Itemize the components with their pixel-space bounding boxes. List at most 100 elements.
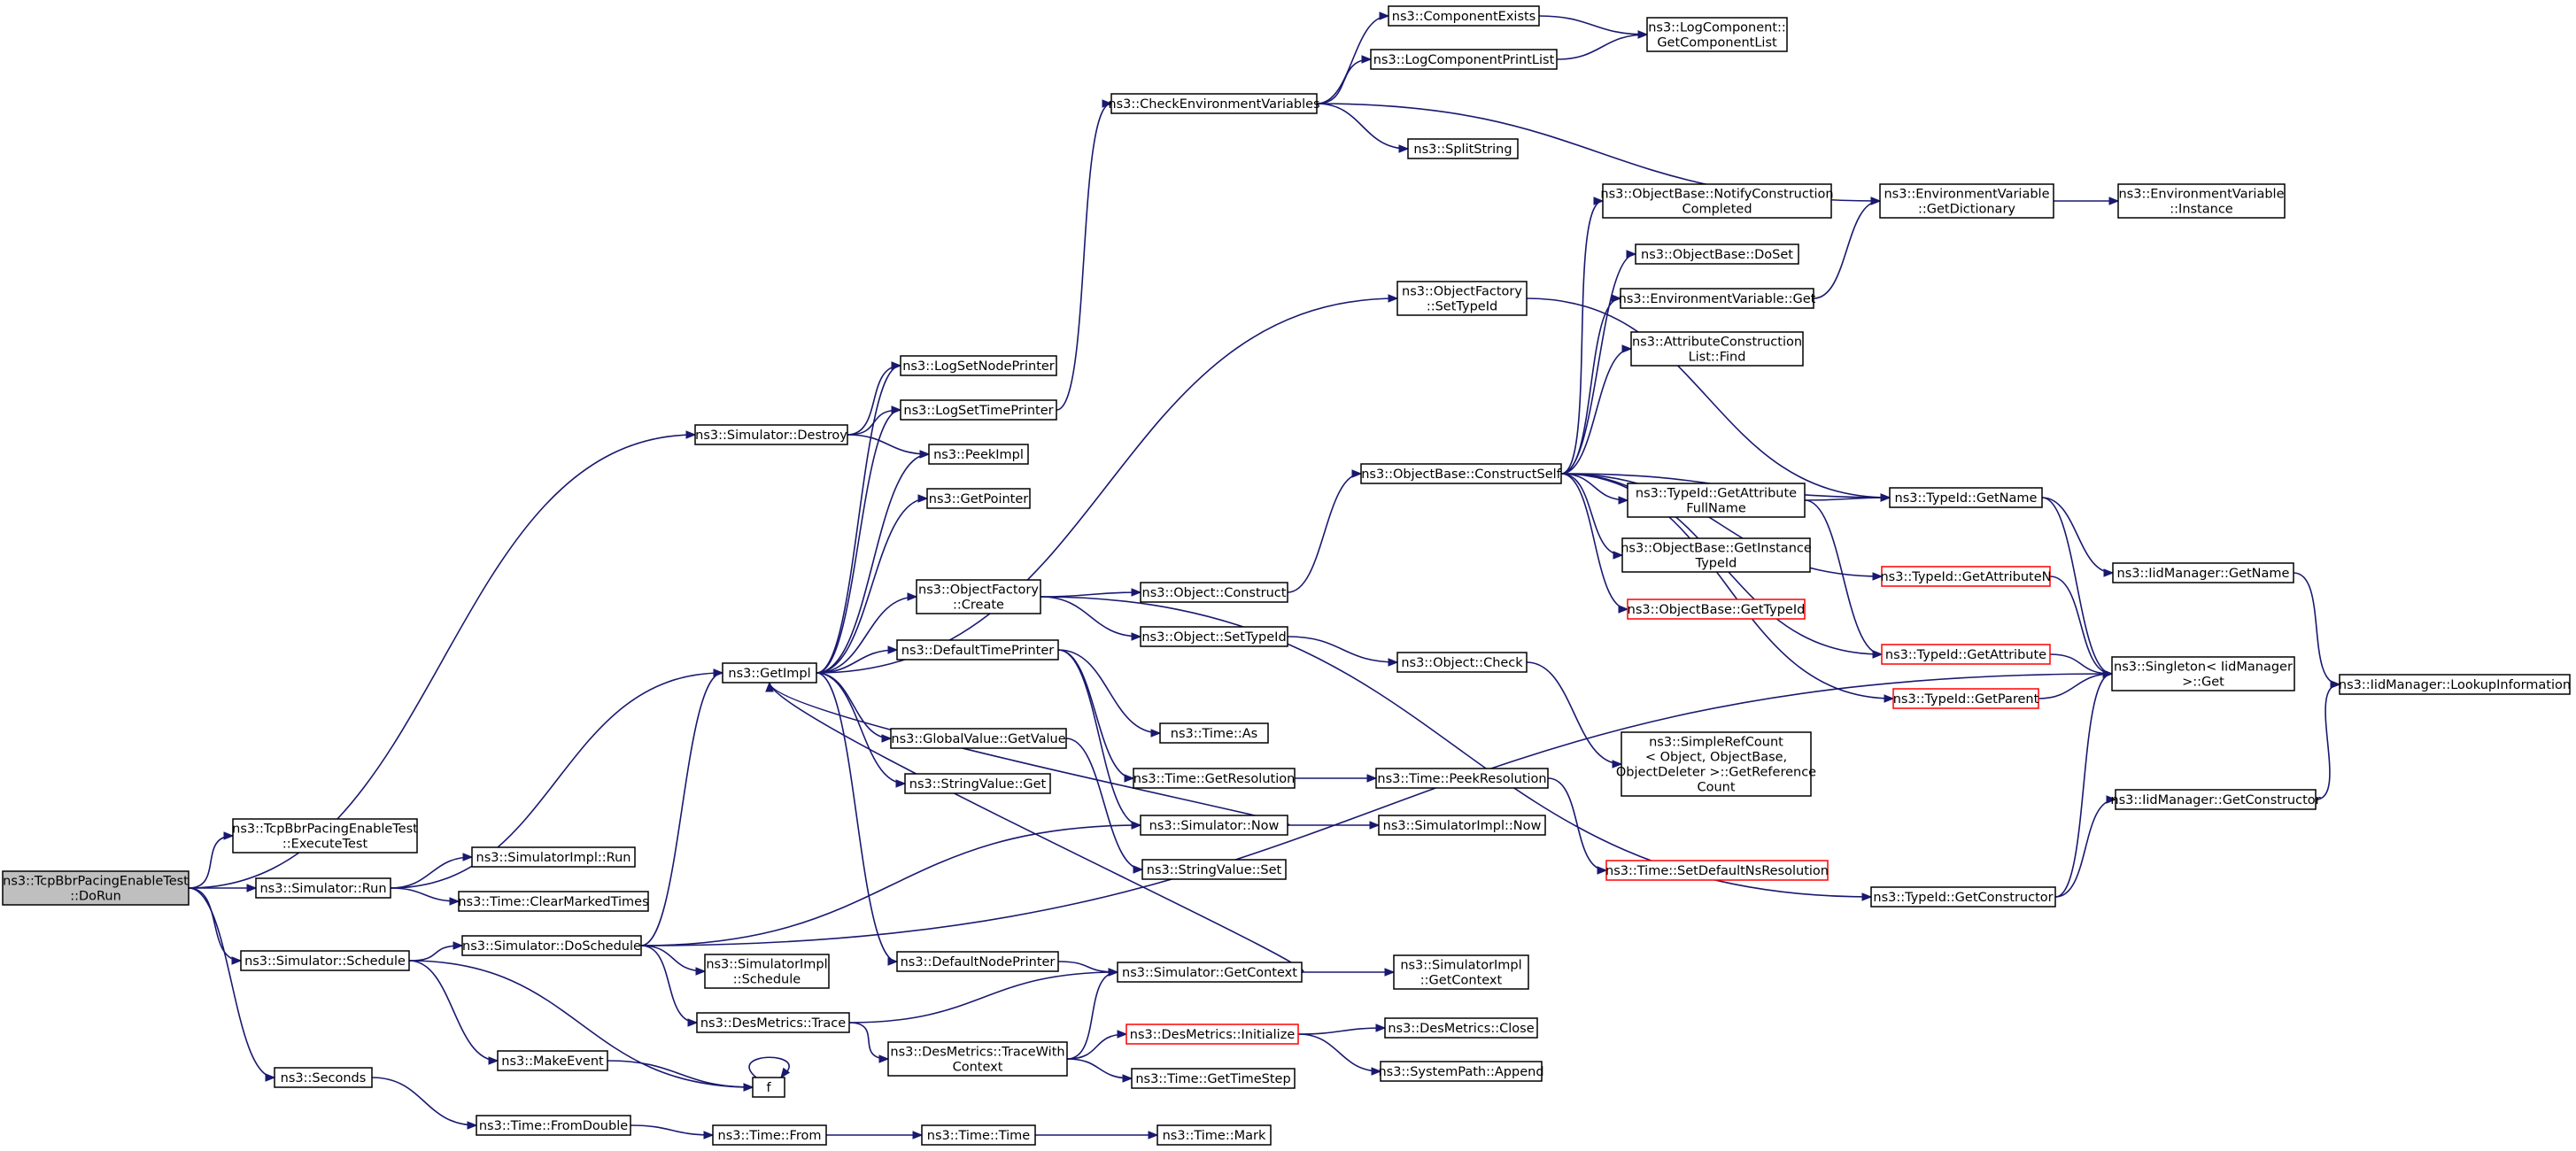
node-label: < Object, ObjectBase, [1645,751,1787,765]
function-node-splitstring[interactable]: ns3::SplitString [1407,138,1519,159]
function-node-iidm_lookup[interactable]: ns3::IidManager::LookupInformation [2339,674,2571,695]
function-node-time_time[interactable]: ns3::Time::Time [921,1124,1036,1146]
node-box [1889,487,2043,508]
function-node-defaultnode[interactable]: ns3::DefaultNodePrinter [896,951,1059,972]
function-node-singleton_get[interactable]: ns3::Singleton< IidManager>::Get [2111,656,2295,691]
function-node-f[interactable]: f [752,1077,785,1098]
function-node-getpointer[interactable]: ns3::GetPointer [926,488,1031,509]
function-node-fromdouble[interactable]: ns3::Time::FromDouble [476,1115,631,1136]
function-node-logcompprint[interactable]: ns3::LogComponentPrintList [1370,49,1558,70]
function-node-dorun[interactable]: ns3::TcpBbrPacingEnableTest::DoRun [2,870,190,906]
function-node-makeevent[interactable]: ns3::MakeEvent [497,1050,608,1071]
function-node-time_from[interactable]: ns3::Time::From [712,1124,827,1146]
function-node-tid_getconstructor[interactable]: ns3::TypeId::GetConstructor [1870,886,2056,908]
arrowhead-icon [1150,729,1162,738]
function-node-doschedule[interactable]: ns3::Simulator::DoSchedule [461,935,642,956]
function-node-iidm_getname[interactable]: ns3::IidManager::GetName [2112,562,2294,583]
function-node-desmetrics_trace[interactable]: ns3::DesMetrics::Trace [696,1012,850,1033]
node-box [722,662,817,684]
function-node-time_peekres[interactable]: ns3::Time::PeekResolution [1375,768,1549,789]
function-node-ob_doset[interactable]: ns3::ObjectBase::DoSet [1635,243,1799,265]
function-node-logcomp_getlist[interactable]: ns3::LogComponent::GetComponentList [1646,17,1788,52]
function-node-executetest[interactable]: ns3::TcpBbrPacingEnableTest::ExecuteTest [232,818,418,854]
function-node-simimpl_schedule[interactable]: ns3::SimulatorImpl::Schedule [704,954,830,989]
function-node-gv_getvalue[interactable]: ns3::GlobalValue::GetValue [890,728,1067,749]
arrowhead-icon [1148,1131,1159,1139]
function-node-of_settypeid[interactable]: ns3::ObjectFactory::SetTypeId [1396,281,1528,316]
edge-line [2315,684,2340,800]
function-node-sv_get[interactable]: ns3::StringValue::Get [904,773,1051,794]
node-label: ns3::LogSetNodePrinter [902,359,1055,374]
function-node-obj_check[interactable]: ns3::Object::Check [1396,652,1528,673]
node-label: ns3::Time::Time [927,1129,1031,1143]
function-node-tid_getattrn[interactable]: ns3::TypeId::GetAttributeN [1880,566,2052,587]
edge-line [1287,473,1362,593]
arrowhead-icon [891,361,902,370]
function-node-tid_getparent[interactable]: ns3::TypeId::GetParent [1892,688,2039,709]
function-node-sim_schedule[interactable]: ns3::Simulator::Schedule [240,950,410,971]
edge-line [1560,297,1621,475]
function-node-desm_init[interactable]: ns3::DesMetrics::Initialize [1126,1024,1299,1045]
edge-line [1040,591,1141,598]
arrowhead-icon [1872,650,1884,659]
function-node-ob_gettypeid[interactable]: ns3::ObjectBase::GetTypeId [1627,599,1806,620]
edge-line [1560,253,1636,475]
function-node-obj_settypeid[interactable]: ns3::Object::SetTypeId [1140,626,1288,647]
node-label: ns3::ObjectFactory [918,583,1039,598]
function-node-ev_getdict[interactable]: ns3::EnvironmentVariable::GetDictionary [1879,183,2054,219]
function-node-ev_get[interactable]: ns3::EnvironmentVariable::Get [1619,288,1816,309]
node-label: ns3::TypeId::GetAttributeN [1880,570,2051,584]
function-node-sim_getcontext[interactable]: ns3::Simulator::GetContext [1117,962,1303,983]
function-node-tid_getattr[interactable]: ns3::TypeId::GetAttribute [1881,644,2051,665]
function-node-tid_getname[interactable]: ns3::TypeId::GetName [1889,487,2043,508]
function-node-simplerefcount[interactable]: ns3::SimpleRefCount< Object, ObjectBase,… [1616,731,1816,797]
edge-line [1065,738,1143,870]
function-node-sim_destroy[interactable]: ns3::Simulator::Destroy [694,424,848,445]
function-node-of_create[interactable]: ns3::ObjectFactory::Create [916,579,1041,614]
function-node-compexists[interactable]: ns3::ComponentExists [1388,5,1540,27]
function-node-peekimpl[interactable]: ns3::PeekImpl [928,444,1029,465]
node-label: ns3::EnvironmentVariable [2118,188,2284,202]
node-box [926,488,1031,509]
function-node-desm_close[interactable]: ns3::DesMetrics::Close [1384,1017,1538,1039]
function-node-syspath_append[interactable]: ns3::SystemPath::Append [1378,1061,1544,1082]
function-node-checkenv[interactable]: ns3::CheckEnvironmentVariables [1108,93,1320,114]
node-label: ns3::Time::Mark [1163,1129,1266,1143]
function-node-getimpl[interactable]: ns3::GetImpl [722,662,817,684]
function-node-simimpl_now[interactable]: ns3::SimulatorImpl::Now [1378,815,1546,836]
node-box [896,639,1059,660]
function-node-sv_set[interactable]: ns3::StringValue::Set [1141,859,1287,880]
function-node-time_getres[interactable]: ns3::Time::GetResolution [1133,768,1296,789]
arrowhead-icon [912,1131,924,1139]
function-node-clearmarked[interactable]: ns3::Time::ClearMarkedTimes [458,891,649,912]
function-node-ob_notify[interactable]: ns3::ObjectBase::NotifyConstructionCompl… [1600,183,1834,219]
function-node-time_as[interactable]: ns3::Time::As [1159,722,1269,744]
function-node-setdefaultns[interactable]: ns3::Time::SetDefaultNsResolution [1605,860,1829,881]
edge-line [1560,473,1883,577]
function-node-ev_instance[interactable]: ns3::EnvironmentVariable::Instance [2117,183,2286,219]
arrowhead-icon [1122,1074,1133,1083]
node-label: ns3::ObjectBase::ConstructSelf [1361,467,1561,482]
function-node-seconds[interactable]: ns3::Seconds [274,1067,373,1088]
function-node-defaulttime[interactable]: ns3::DefaultTimePrinter [896,639,1059,660]
function-node-logsettime[interactable]: ns3::LogSetTimePrinter [900,399,1057,421]
function-node-logsetnode[interactable]: ns3::LogSetNodePrinter [900,355,1057,376]
node-label: ns3::SimulatorImpl [1400,959,1521,973]
function-node-sim_run[interactable]: ns3::Simulator::Run [255,877,391,899]
node-box [1870,886,2056,908]
function-node-simimpl_getcontext[interactable]: ns3::SimulatorImpl::GetContext [1393,954,1529,990]
function-node-ob_constructself[interactable]: ns3::ObjectBase::ConstructSelf [1360,463,1562,484]
function-node-sim_now[interactable]: ns3::Simulator::Now [1140,815,1288,836]
function-node-obj_construct[interactable]: ns3::Object::Construct [1140,582,1288,603]
function-node-time_mark[interactable]: ns3::Time::Mark [1156,1124,1272,1146]
function-node-simimpl_run[interactable]: ns3::SimulatorImpl::Run [471,846,636,868]
call-edge-ob_constructself-to-tid_getattrn [1560,473,1884,581]
function-node-iidm_getconstructor[interactable]: ns3::IidManager::GetConstructor [2110,789,2321,810]
arrowhead-icon [713,668,724,677]
node-label: ::ExecuteTest [282,838,368,852]
function-node-time_gettimestep[interactable]: ns3::Time::GetTimeStep [1131,1068,1296,1089]
